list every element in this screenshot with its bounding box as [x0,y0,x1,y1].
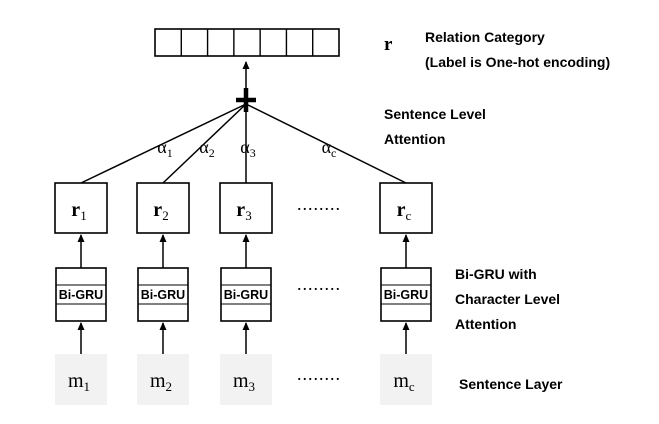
bi-gru-label-bg [57,286,105,303]
sentence-input-box-1 [55,354,107,405]
sentence-input-box-3 [220,354,272,405]
bi-gru-block-2: Bi-GRU [137,267,189,354]
ellipsis-m-row: ........ [297,364,341,384]
output-vector-frame [154,28,340,57]
attention-weight-c: αc [322,137,337,160]
attention-weights: α1 α2 α3 αc [157,137,336,160]
sentence-rep-box-3 [219,182,273,234]
sentence-rep-label-3: r3 [236,199,251,223]
bi-gru-label-bg [222,286,270,303]
attention-line [80,103,247,184]
sentence-input-box-c [380,354,432,405]
sentence-layer-label: Sentence Layer [459,376,563,392]
ellipsis-gru-row: ........ [297,274,341,294]
bi-gru-block-c: Bi-GRU [380,267,432,354]
bi-gru-block-3: Bi-GRU [220,267,272,354]
sentence-input-box-2 [137,354,189,405]
char-attention-label: Attention [455,316,516,332]
sentence-rep-label-c: rc [397,199,412,223]
sentence-input-label-c: mc [393,370,415,394]
one-hot-output-vector [154,28,340,57]
bi-gru-label: Bi-GRU [224,288,268,302]
bi-gru-label: Bi-GRU [59,288,103,302]
sentence-rep-label-1: r1 [71,199,86,223]
ellipsis-r-row: ........ [297,194,341,214]
attention-label: Attention [384,131,445,147]
sentence-input-label-1: m1 [68,370,90,394]
bi-gru-label: Bi-GRU [141,288,185,302]
sentence-input-label-3: m3 [233,370,255,394]
sentence-rep-label-2: r2 [153,199,168,223]
bi-gru-side-label: Bi-GRU with [455,266,537,282]
sentence-representations: r1 r2 r3 rc [54,182,433,268]
attention-weight-2: α2 [199,137,214,160]
one-hot-note: (Label is One-hot encoding) [425,54,610,70]
attention-weight-3: α3 [240,137,255,160]
sentence-rep-box-c [379,182,433,234]
attention-weight-1: α1 [157,137,172,160]
bi-gru-label-bg [382,286,430,303]
sentence-rep-box-2 [136,182,190,234]
character-level-label: Character Level [455,291,560,307]
sentence-input-label-2: m2 [150,370,172,394]
bi-gru-label: Bi-GRU [384,288,428,302]
bi-gru-label-bg [139,286,187,303]
attention-line [245,103,407,184]
bi-gru-blocks: Bi-GRU Bi-GRU Bi-GRU Bi-GRU [55,267,432,354]
relation-symbol: r [384,34,393,55]
sentence-level-label: Sentence Level [384,106,486,122]
relation-category-label: Relation Category [425,29,545,45]
attention-line [162,103,247,184]
sentence-rep-box-1 [54,182,108,234]
bi-gru-block-1: Bi-GRU [55,267,107,354]
attention-connections [80,103,407,184]
sentence-inputs: m1 m2 m3 mc [55,354,432,405]
